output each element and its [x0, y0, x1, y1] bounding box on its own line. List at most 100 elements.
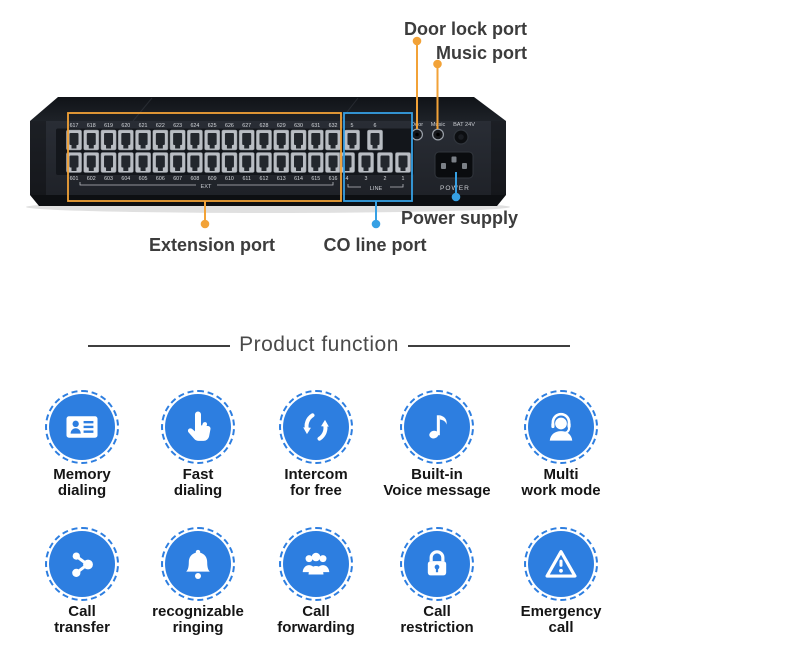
- rj11-jack: [117, 129, 134, 151]
- id-card-icon: [66, 416, 98, 438]
- ext-bracket-left: [79, 182, 196, 186]
- feature-label-line: Call: [423, 603, 451, 620]
- port-number-label: 628: [260, 123, 269, 129]
- port-number-label: 604: [121, 176, 130, 182]
- rj11-jack: [117, 152, 134, 173]
- rj11-jack: [256, 152, 272, 173]
- feature-label: Multi work mode: [505, 467, 617, 499]
- port-number-label: 6: [374, 123, 377, 129]
- feature-multi-work-mode: Multi work mode: [505, 390, 617, 499]
- rj11-jack: [307, 129, 324, 151]
- device-right-edge: [491, 121, 506, 195]
- port-number-label: 1: [402, 176, 405, 182]
- rj11-jack: [100, 152, 117, 173]
- feature-badge: [161, 527, 235, 601]
- port-number-label: 607: [173, 176, 182, 182]
- port-number-label: 620: [121, 123, 130, 129]
- port-number-label: 615: [311, 176, 320, 182]
- feature-badge: [524, 390, 598, 464]
- door-lock-port-label: Door lock port: [404, 19, 527, 39]
- door-jack-hole: [415, 132, 419, 137]
- feature-badge: [161, 390, 235, 464]
- cycle-arrows-icon: [303, 413, 329, 441]
- rj11-jack: [66, 129, 82, 151]
- port-number-label: 617: [70, 123, 79, 129]
- rj11-jack: [221, 129, 238, 151]
- rj11-jack: [238, 152, 255, 173]
- rj11-jack: [325, 129, 341, 151]
- rj11-jack: [273, 152, 290, 173]
- feature-label-line: Intercom: [284, 466, 348, 483]
- power-pin: [441, 163, 446, 169]
- port-number-label: 613: [277, 176, 286, 182]
- feature-voice-message: Built-in Voice message: [381, 390, 493, 499]
- feature-label: Intercom for free: [260, 467, 372, 499]
- rj11-jack: [169, 129, 186, 151]
- rj11-jack: [83, 129, 100, 151]
- feature-label-line: ringing: [172, 619, 224, 636]
- rj11-jack: [187, 129, 203, 151]
- port-number-label: 2: [384, 176, 387, 182]
- battery-connector-hole: [458, 134, 464, 140]
- port-number-label: 611: [242, 176, 250, 182]
- feature-call-restriction: Call restriction: [381, 527, 493, 636]
- feature-label: Call restriction: [381, 604, 493, 636]
- port-number-label: 622: [156, 123, 165, 129]
- device-top-face: [30, 97, 506, 121]
- section-title: Product function: [239, 333, 399, 356]
- port-number-label: 605: [139, 176, 148, 182]
- co-line-dot: [371, 219, 381, 229]
- rj11-jack: [169, 152, 186, 173]
- feature-memory-dialing: Memory dialing: [26, 390, 138, 499]
- music-jack-hole: [436, 132, 440, 137]
- feature-label: Call transfer: [26, 604, 138, 636]
- heading-rule-left: [88, 345, 230, 347]
- feature-intercom: Intercom for free: [260, 390, 372, 499]
- port-number-label: 5: [351, 123, 354, 129]
- feature-badge: [45, 390, 119, 464]
- padlock-icon: [427, 550, 447, 576]
- bell-icon: [186, 549, 210, 580]
- feature-recognizable-ringing: recognizable ringing: [142, 527, 254, 636]
- port-number-label: 629: [277, 123, 286, 129]
- feature-label: recognizable ringing: [142, 604, 254, 636]
- port-number-label: 609: [208, 176, 217, 182]
- power-pin: [451, 156, 457, 163]
- port-number-label: 4: [346, 176, 349, 182]
- headset-agent-icon: [549, 412, 573, 441]
- feature-label-line: recognizable: [152, 603, 244, 620]
- rj11-jack: [152, 152, 169, 173]
- feature-badge: [279, 390, 353, 464]
- feature-call-transfer: Call transfer: [26, 527, 138, 636]
- people-group-icon: [302, 552, 330, 575]
- rj11-jack: [152, 129, 169, 151]
- feature-label: Memory dialing: [26, 467, 138, 499]
- power-inlet: [434, 151, 474, 179]
- rj11-jack: [307, 152, 324, 173]
- feature-badge: [279, 527, 353, 601]
- port-number-label: 619: [104, 123, 113, 129]
- feature-label-line: Built-in: [411, 466, 463, 483]
- rj11-jack: [367, 129, 383, 151]
- line-group-label: LINE: [370, 186, 383, 192]
- rj11-jack: [221, 152, 238, 173]
- feature-label-line: transfer: [54, 619, 110, 636]
- feature-label-line: forwarding: [277, 619, 355, 636]
- heading-rule-right: [408, 345, 570, 347]
- ext-group-label: EXT: [201, 184, 212, 190]
- rj11-jack: [135, 152, 151, 173]
- port-number-label: 603: [104, 176, 113, 182]
- device-left-edge: [30, 121, 46, 195]
- feature-label-line: Call: [302, 603, 330, 620]
- feature-label: Call forwarding: [260, 604, 372, 636]
- feature-badge: [45, 527, 119, 601]
- rj11-jack: [358, 152, 374, 173]
- feature-label-line: Emergency: [520, 603, 602, 620]
- power-supply-dot: [451, 192, 461, 202]
- feature-badge: [524, 527, 598, 601]
- port-number-label: 612: [260, 176, 269, 182]
- feature-label: Emergency call: [505, 604, 617, 636]
- rj11-jack: [273, 129, 290, 151]
